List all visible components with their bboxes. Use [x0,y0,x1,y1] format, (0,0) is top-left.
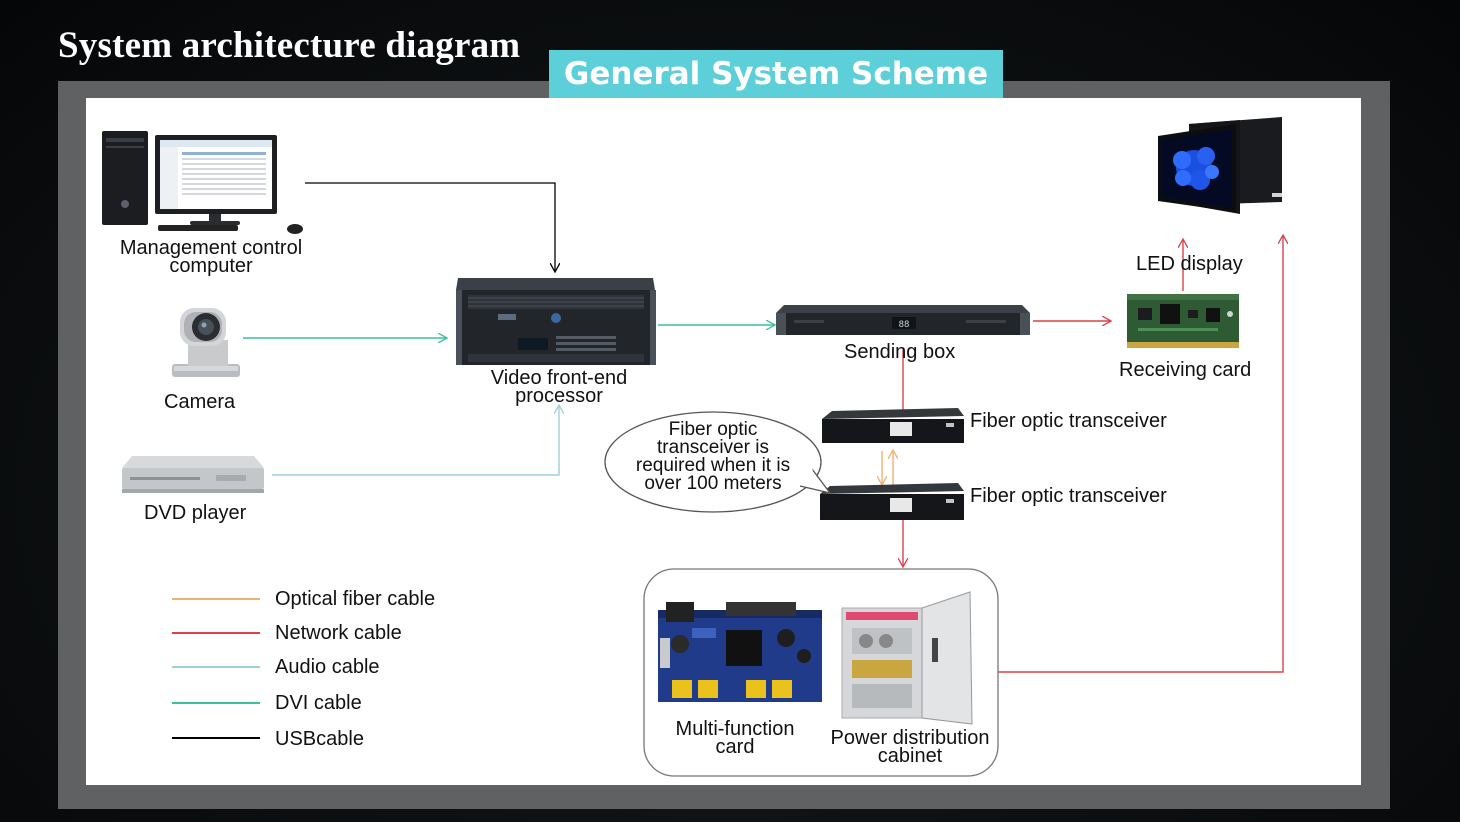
video-processor-icon [456,278,656,365]
legend-item-dvi: DVI cable [172,693,472,715]
legend-label-dvi: DVI cable [275,692,362,714]
legend-label-usb: USBcable [275,728,364,750]
legend-item-usb: USBcable [172,729,472,751]
dvd-audio-connector [272,406,559,476]
dvd-player-label: DVD player [144,502,247,524]
legend-label-audio: Audio cable [275,656,380,678]
legend-item-network: Network cable [172,623,472,645]
receiving-card-icon [1127,294,1239,348]
callout-bubble [604,411,832,513]
scheme-banner: General System Scheme [549,50,1003,98]
management-computer-label: Management control computer [116,237,306,277]
fiber-transceiver-2-icon [820,483,964,520]
power-cabinet-label: Power distribution cabinet [818,727,1002,767]
legend-item-fiber: Optical fiber cable [172,589,472,611]
legend-swatch-audio [172,666,260,668]
multi-function-card-icon [658,602,822,702]
callout-text: Fiber optic transceiver is required when… [613,419,813,494]
fiber-transceiver-1-label: Fiber optic transceiver [970,410,1167,432]
legend-swatch-network [172,632,260,634]
diagram-canvas: 88 [102,117,1361,777]
multi-function-card-label: Multi-function card [658,718,812,758]
sending-box-icon: 88 [776,305,1030,335]
dvd-player-icon [122,456,264,493]
camera-icon [172,308,240,377]
power-cabinet-icon [841,591,973,725]
computer-icon [102,131,303,234]
page-title: System architecture diagram [58,25,521,66]
fiber-transceiver-1-icon [822,408,964,443]
legend-swatch-dvi [172,702,260,704]
cabinet-group-box [643,568,999,777]
diagram-panel: 88 [86,98,1361,785]
management-computer-label-text: Management control computer [119,237,303,277]
video-processor-label: Video front-end processor [464,367,654,407]
led-display-label: LED display [1136,253,1243,275]
led-display-icon [1158,117,1282,214]
camera-label: Camera [164,391,236,413]
legend-swatch-fiber [172,598,260,600]
legend-label-network: Network cable [275,622,402,644]
legend-swatch-usb [172,737,260,739]
multi-function-card-label-text: Multi-function card [675,718,795,758]
legend: Optical fiber cable Network cable Audio … [172,589,472,759]
legend-label-fiber: Optical fiber cable [275,588,436,610]
receiving-card-label: Receiving card [1119,359,1252,381]
usb-connector [305,182,555,271]
fiber-transceiver-2-label: Fiber optic transceiver [970,485,1167,507]
legend-item-audio: Audio cable [172,657,472,679]
video-processor-label-text: Video front-end processor [490,367,628,407]
fiber-link-connector [882,451,893,485]
callout-text-body: Fiber optic transceiver is required when… [635,419,791,494]
sending-box-display: 88 [899,320,910,330]
sending-box-label: Sending box [844,341,956,363]
cabinet-to-led-connector [998,236,1283,673]
power-cabinet-label-text: Power distribution cabinet [830,727,990,767]
